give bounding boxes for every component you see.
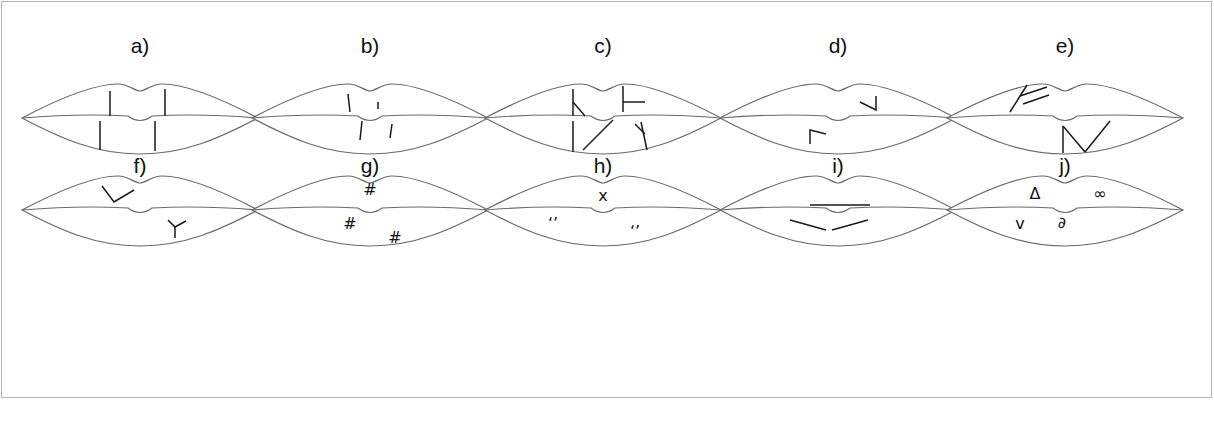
fissure-line: [99, 121, 101, 150]
figure-frame: [2, 2, 1212, 398]
fissure-line: [102, 186, 134, 202]
lip-shape: [720, 176, 956, 246]
fissure-marks: [348, 94, 392, 140]
fissure-line: [623, 101, 645, 103]
lesion-symbol: Δ: [1030, 186, 1041, 202]
fissure-line: [860, 96, 876, 110]
panel-letter: e): [1056, 35, 1075, 56]
panel-letter: b): [361, 35, 380, 56]
panel-letter: j): [1059, 155, 1071, 176]
fissure-line: [1010, 85, 1027, 112]
mouth-line: [485, 207, 721, 212]
lip-outline: [252, 84, 488, 154]
fissure-line: [168, 220, 186, 227]
lip-outline: [947, 176, 1183, 246]
lesion-symbol: ∞: [1093, 186, 1106, 202]
lip-shape: [252, 84, 488, 154]
fissure-line: [1023, 95, 1049, 104]
lip-shape: [720, 84, 956, 154]
lesion-symbol: ‘’: [630, 224, 640, 240]
lip-outline: [485, 84, 721, 154]
panel-letter: f): [134, 155, 147, 176]
fissure-line: [1020, 87, 1047, 96]
mouth-line: [252, 207, 488, 212]
fissure-line: [390, 124, 392, 138]
lip-outline: [22, 176, 258, 246]
lip-shape: [22, 176, 258, 246]
fissure-marks: [573, 86, 647, 152]
panel-letter: a): [131, 35, 150, 56]
panel-letter: g): [361, 155, 380, 176]
fissure-marks: [810, 96, 876, 144]
lesion-symbol: v: [1015, 216, 1024, 232]
fissure-line: [622, 86, 624, 112]
fissure-line: [790, 220, 826, 230]
lip-outline: [22, 84, 258, 154]
fissure-line: [573, 102, 585, 116]
fissure-marks: [100, 89, 165, 151]
lip-shape: [947, 176, 1183, 246]
fissure-line: [377, 102, 379, 109]
mouth-line: [22, 115, 258, 120]
mouth-line: [947, 207, 1183, 212]
lip-shape: [22, 84, 258, 154]
mouth-line: [947, 115, 1183, 120]
fissure-line: [174, 227, 176, 238]
fissure-line: [810, 204, 870, 206]
lip-shape: [485, 176, 721, 246]
fissure-line: [572, 121, 574, 152]
fissure-line: [1062, 126, 1064, 153]
lesion-symbol: x: [598, 188, 607, 204]
fissure-line: [635, 124, 645, 134]
lip-outline: [720, 176, 956, 246]
lesion-symbol: ∂: [1058, 215, 1066, 231]
mouth-line: [720, 115, 956, 120]
fissure-line: [360, 121, 362, 140]
fissure-line: [164, 89, 166, 116]
fissure-line: [1063, 126, 1085, 152]
lip-outline: [252, 176, 488, 246]
fissure-line: [832, 220, 868, 230]
mouth-line: [485, 115, 721, 120]
fissure-line: [641, 122, 647, 150]
mouth-line: [22, 207, 258, 212]
lip-outline: [485, 176, 721, 246]
fissure-line: [109, 91, 111, 116]
mouth-line: [720, 207, 956, 212]
fissure-line: [583, 120, 613, 150]
fissure-line: [1085, 121, 1110, 152]
mouth-line: [252, 115, 488, 120]
fissure-line: [348, 94, 350, 112]
panel-letter: i): [832, 155, 844, 176]
fissure-line: [154, 121, 156, 151]
lip-shape: [485, 84, 721, 154]
lip-shape: [252, 176, 488, 246]
fissure-marks: [102, 186, 186, 238]
fissure-marks: [1010, 85, 1110, 153]
lip-outline: [720, 84, 956, 154]
lip-shape: [947, 84, 1183, 154]
lesion-symbol: #: [388, 230, 401, 246]
panel-letter: c): [594, 35, 612, 56]
lip-outline: [947, 84, 1183, 154]
lesion-symbol: #: [363, 182, 376, 198]
fissure-line: [810, 130, 826, 144]
lesion-symbol: #: [343, 216, 356, 232]
panel-letter: h): [594, 155, 613, 176]
lesion-symbol: ‘’: [548, 216, 558, 232]
fissure-marks: [790, 205, 870, 230]
panel-letter: d): [829, 35, 848, 56]
